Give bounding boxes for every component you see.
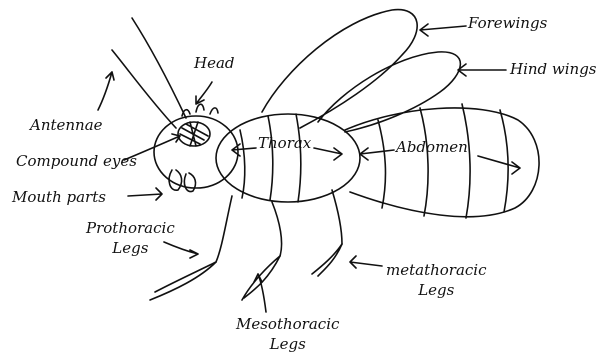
forewings-arrow	[420, 24, 466, 36]
metathoracic-legs-word: Legs	[386, 280, 487, 300]
metathoracic-legs-arrow	[350, 256, 382, 268]
mouth-parts-arrow	[128, 188, 162, 200]
prothoracic-legs-label: Prothoracic Legs	[86, 218, 175, 259]
eye-hatching	[180, 122, 208, 146]
abdomen-segment	[378, 120, 385, 208]
mesothoracic-legs-word: Legs	[236, 334, 339, 354]
abdomen-segment	[420, 108, 428, 216]
abdomen-segment	[500, 110, 508, 212]
hind-wing	[318, 52, 460, 132]
antenna	[132, 18, 186, 118]
hind-wings-arrow	[458, 64, 506, 76]
mesothoracic-legs-label: Mesothoracic Legs	[236, 314, 339, 355]
abdomen-label: Abdomen	[396, 140, 468, 155]
forewings-label: Forewings	[468, 16, 547, 31]
thorax-segment	[240, 130, 245, 198]
antenna	[112, 50, 176, 128]
antennae-label: Antennae	[30, 118, 103, 133]
metathoracic-label: metathoracic	[386, 260, 487, 280]
compound-eyes-label: Compound eyes	[16, 154, 137, 169]
mandible	[184, 173, 195, 192]
metathoracic-legs-label: metathoracic Legs	[386, 260, 487, 301]
mesothoracic-label: Mesothoracic	[236, 314, 339, 334]
hind-wings-label: Hind wings	[510, 62, 597, 77]
thorax-segment	[268, 116, 273, 200]
head-label: Head	[194, 56, 235, 71]
prothoracic-label: Prothoracic	[86, 218, 175, 238]
head-hairs	[182, 104, 218, 116]
prothoracic-legs-word: Legs	[86, 238, 175, 258]
metathoracic-leg	[312, 190, 342, 274]
thorax-label: Thorax	[258, 136, 311, 151]
abdomen-segment	[462, 104, 470, 218]
mesothoracic-leg	[244, 256, 280, 298]
antennae-arrow	[98, 72, 114, 110]
mouth-parts-label: Mouth parts	[12, 190, 106, 205]
head-arrow	[196, 82, 212, 104]
forewing	[262, 10, 417, 128]
